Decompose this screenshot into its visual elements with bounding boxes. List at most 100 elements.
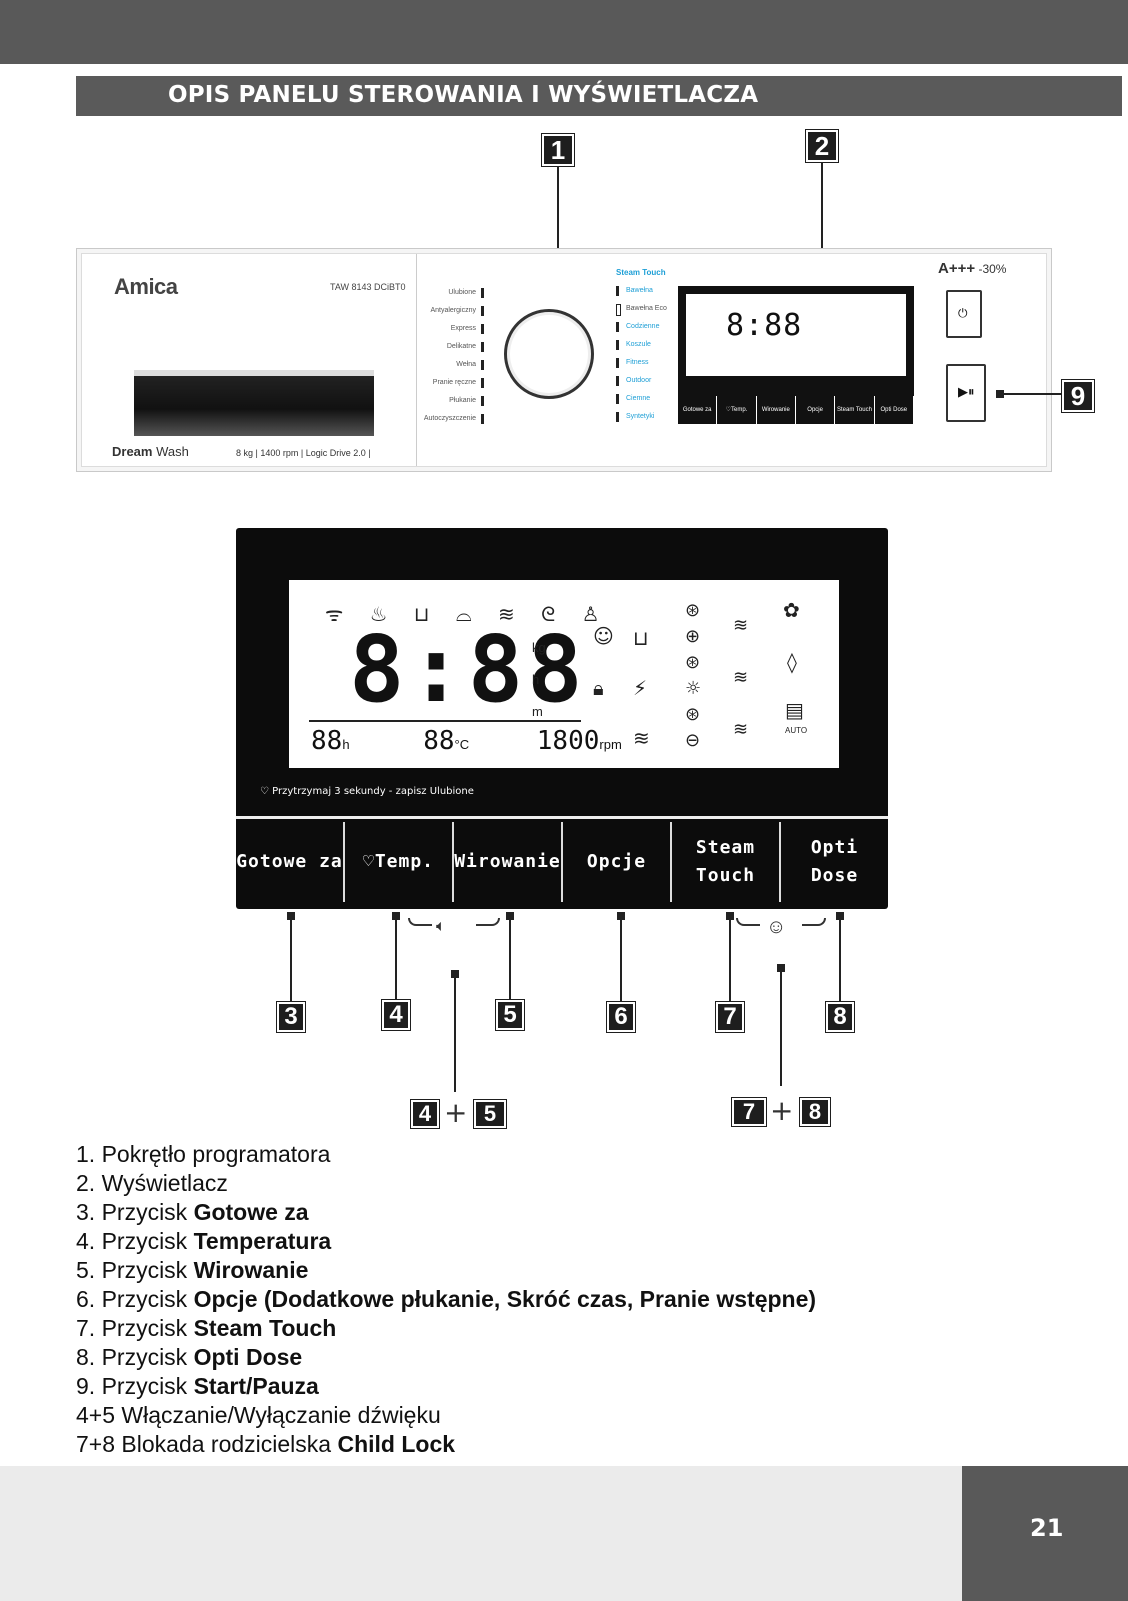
callout-9: 9	[1061, 379, 1095, 413]
combo-b-dot	[777, 964, 785, 972]
mini-button-row: Gotowe za ♡Temp. Wirowanie Opcje Steam T…	[678, 396, 914, 424]
callout-4: 4	[381, 999, 411, 1031]
power-button[interactable]: ⏻	[946, 290, 982, 338]
callout-6-line	[620, 918, 622, 1004]
child-lock-icon: ☺	[766, 916, 787, 938]
legend-item: 5. Przycisk Wirowanie	[76, 1257, 309, 1283]
combo-a-plus: +	[444, 1096, 468, 1129]
spec-line: 8 kg | 1400 rpm | Logic Drive 2.0 |	[236, 448, 371, 458]
spin-digits: 1800	[536, 726, 600, 756]
legend-item: 7. Przycisk Steam Touch	[76, 1315, 337, 1341]
callout-7-line	[729, 918, 731, 1004]
sound-brace-right	[476, 918, 500, 926]
section-title-bar: OPIS PANELU STEROWANIA I WYŚWIETLACZA	[76, 76, 1122, 116]
rinse-level-icons: ≋≋≋	[733, 615, 749, 740]
status-icon-row: ᯤ ♨ ⊔ ⌓ ≋ ᘓ ♙	[325, 602, 610, 626]
options-button[interactable]: Opcje	[563, 822, 672, 902]
unit-h: h	[532, 672, 540, 687]
program-label: Ulubione	[418, 284, 484, 302]
display-panel: ᯤ ♨ ⊔ ⌓ ≋ ᘓ ♙ 8:88 kg h m 88h 88°C 1800r…	[236, 528, 888, 909]
program-label: Syntetyki	[616, 408, 686, 426]
combo-a-right: 5	[473, 1099, 507, 1129]
child-brace-left	[736, 918, 760, 926]
child-lock-icon: ☺	[593, 624, 614, 648]
footer-band	[0, 1466, 1128, 1601]
mini-button[interactable]: Opti Dose	[875, 396, 914, 424]
combo-a-dot	[451, 970, 459, 978]
callout-1: 1	[541, 133, 575, 167]
legend-item: 4. Przycisk Temperatura	[76, 1228, 332, 1254]
mini-button[interactable]: Gotowe za	[678, 396, 718, 424]
steam-touch-button[interactable]: Steam Touch	[672, 822, 781, 902]
mini-button[interactable]: Wirowanie	[757, 396, 796, 424]
spin-button[interactable]: Wirowanie	[454, 822, 563, 902]
child-brace-right	[802, 918, 826, 926]
auto-label: AUTO	[785, 726, 808, 735]
program-label: Outdoor	[616, 372, 686, 390]
lock-icon: 🔒︎	[593, 676, 604, 700]
energy-class: A+++ -30%	[938, 260, 1007, 277]
page-number-box: 21	[962, 1466, 1128, 1601]
program-selector-knob[interactable]	[504, 309, 594, 399]
opti-dose-button[interactable]: Opti Dose	[810, 837, 859, 886]
legend-item: 7+8 Blokada rodzicielska Child Lock	[76, 1431, 456, 1457]
top-bar	[0, 0, 1128, 64]
control-panel-illustration: Amica TAW 8143 DCiBT0 Dream Wash 8 kg | …	[76, 248, 1052, 472]
legend-item: 1. Pokrętło programatora	[76, 1141, 331, 1167]
sound-brace-left	[408, 918, 432, 926]
program-list-left: Ulubione Antyalergiczny Express Delikatn…	[418, 284, 484, 428]
page-number: 21	[1030, 1514, 1064, 1542]
callout-5-line	[509, 918, 511, 1002]
mini-button[interactable]: Opcje	[796, 396, 836, 424]
temperature-button[interactable]: ♡Temp.	[345, 822, 454, 902]
program-label: Wełna	[418, 356, 484, 374]
lcd-screen: ᯤ ♨ ⊔ ⌓ ≋ ᘓ ♙ 8:88 kg h m 88h 88°C 1800r…	[289, 580, 839, 768]
callout-8: 8	[825, 1001, 855, 1033]
unit-m: m	[532, 704, 543, 719]
mini-button[interactable]: ♡Temp.	[717, 396, 757, 424]
start-pause-button[interactable]: ▶⏸	[946, 364, 986, 422]
legend-item: 6. Przycisk Opcje (Dodatkowe płukanie, S…	[76, 1286, 817, 1312]
callout-7: 7	[715, 1001, 745, 1033]
sound-icon: 🔈︎	[436, 918, 446, 935]
ready-in-button[interactable]: Gotowe za	[236, 822, 345, 902]
prewash-icon: ⊔	[633, 626, 649, 650]
play-pause-icon: ▶⏸	[958, 384, 975, 399]
panel-divider	[416, 254, 417, 466]
unit-kg: kg	[532, 640, 546, 655]
program-label: Płukanie	[418, 392, 484, 410]
sub-digit-row: 88h 88°C 1800rpm	[311, 726, 622, 756]
unit-labels: kg h m	[532, 632, 546, 728]
brand-logo: Amica	[114, 274, 178, 299]
callout-2-line	[821, 162, 823, 282]
detergent-drawer[interactable]	[134, 370, 374, 436]
steam-touch-label: Steam Touch	[616, 268, 666, 277]
dispenser-icon: ▤	[785, 698, 804, 722]
callout-9-dot	[996, 390, 1004, 398]
temperature-digits: 88	[423, 726, 455, 756]
callout-5-dot	[506, 912, 514, 920]
delay-hours-digits: 88	[311, 726, 343, 756]
mini-screen: 8:88	[686, 294, 906, 376]
program-label: Bawełna Eco	[616, 300, 686, 318]
callout-4-dot	[392, 912, 400, 920]
mini-digits: 8:88	[726, 308, 803, 343]
display-divider	[236, 816, 888, 819]
program-label: Bawełna	[616, 282, 686, 300]
combo-b-plus: +	[770, 1094, 794, 1127]
legend-item: 9. Przycisk Start/Pauza	[76, 1373, 319, 1399]
quick-wash-icon: ⚡︎	[633, 676, 648, 700]
button-row: Gotowe za ♡Temp. Wirowanie Opcje Steam T…	[236, 822, 888, 902]
control-panel-face: Amica TAW 8143 DCiBT0 Dream Wash 8 kg | …	[81, 253, 1047, 467]
callout-9-line	[1000, 393, 1062, 395]
callout-4-line	[395, 918, 397, 1002]
program-list-right: Steam Touch Bawełna Bawełna Eco Codzienn…	[616, 268, 686, 426]
legend-item: 4+5 Włączanie/Wyłączanie dźwięku	[76, 1402, 441, 1428]
mini-button[interactable]: Steam Touch	[835, 396, 875, 424]
program-label: Fitness	[616, 354, 686, 372]
combo-b-left: 7	[731, 1097, 767, 1127]
power-icon: ⏻	[958, 306, 968, 320]
series-logo: Dream Wash	[112, 444, 189, 459]
legend-item: 3. Przycisk Gotowe za	[76, 1199, 309, 1225]
dose-level-icons: ⊛⊕⊛☼⊛⊖	[685, 600, 702, 751]
